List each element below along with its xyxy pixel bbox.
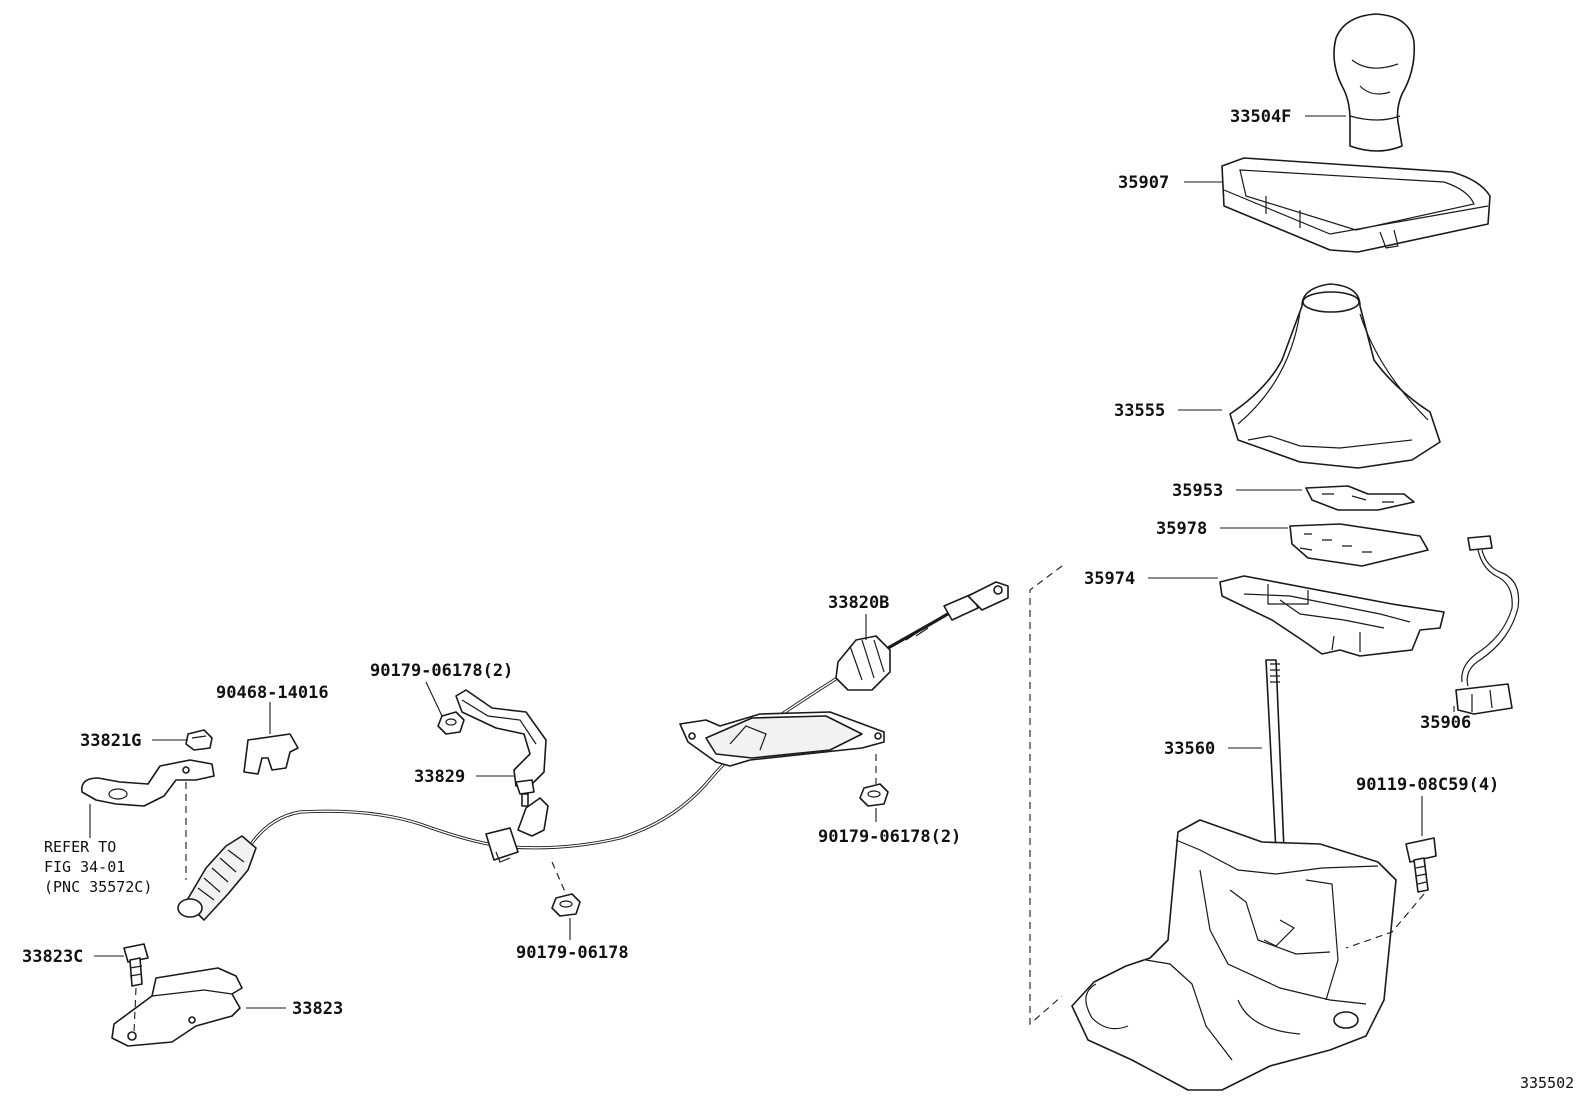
refer-note-line-1: REFER TO: [44, 838, 116, 856]
shift-control-cable-part[interactable]: [177, 581, 1009, 921]
shift-lever-assembly-part[interactable]: [1071, 659, 1397, 1091]
slide-plate-part[interactable]: [1289, 523, 1429, 567]
figure-id: 335502: [1520, 1074, 1574, 1092]
label-33821G[interactable]: 33821G: [80, 731, 141, 751]
indicator-plate-part[interactable]: [1305, 485, 1415, 511]
shift-knob-part[interactable]: [1333, 13, 1416, 152]
reference-lines: [133, 565, 1425, 1033]
indicator-housing-part[interactable]: [1221, 157, 1491, 253]
refer-note-line-3: (PNC 35572C): [44, 878, 152, 896]
cable-bracket-33829-part[interactable]: [455, 689, 547, 807]
clip-90468-part[interactable]: [243, 733, 299, 775]
label-90179-06178-upper[interactable]: 90179-06178(2): [370, 661, 513, 681]
nut-90179-lower-part[interactable]: [551, 893, 581, 917]
label-33829[interactable]: 33829: [414, 767, 465, 787]
label-35974[interactable]: 35974: [1084, 569, 1135, 589]
label-35907[interactable]: 35907: [1118, 173, 1169, 193]
nut-90179-right-part[interactable]: [859, 783, 889, 807]
label-90119-08C59[interactable]: 90119-08C59(4): [1356, 775, 1499, 795]
cable-grommet-plate-part[interactable]: [679, 711, 885, 767]
label-90179-06178-right[interactable]: 90179-06178(2): [818, 827, 961, 847]
label-33820B[interactable]: 33820B: [828, 593, 889, 613]
wire-harness-part[interactable]: [1455, 535, 1520, 715]
label-90468-14016[interactable]: 90468-14016: [216, 683, 329, 703]
label-33560[interactable]: 33560: [1164, 739, 1215, 759]
label-33504F[interactable]: 33504F: [1230, 107, 1291, 127]
label-33555[interactable]: 33555: [1114, 401, 1165, 421]
refer-note-line-2: FIG 34-01: [44, 858, 125, 876]
nut-33821G-part[interactable]: [185, 729, 213, 751]
cable-bracket-33823-part[interactable]: [111, 967, 243, 1047]
label-35906[interactable]: 35906: [1420, 713, 1471, 733]
cable-clamp-bracket-part[interactable]: [517, 797, 549, 837]
bolt-90119-part[interactable]: [1405, 837, 1437, 893]
part-labels: 33504F 35907 33555 35953 35978 35974 359…: [22, 107, 1574, 1092]
bolt-33823C-part[interactable]: [123, 943, 149, 987]
indicator-base-part[interactable]: [1219, 575, 1445, 657]
label-33823[interactable]: 33823: [292, 999, 343, 1019]
nut-90179-upper-part[interactable]: [437, 711, 465, 735]
label-90179-06178-lower[interactable]: 90179-06178: [516, 943, 629, 963]
label-35978[interactable]: 35978: [1156, 519, 1207, 539]
shift-boot-part[interactable]: [1229, 283, 1441, 469]
label-33823C[interactable]: 33823C: [22, 947, 83, 967]
leader-lines: [89, 115, 1455, 1009]
label-35953[interactable]: 35953: [1172, 481, 1223, 501]
control-lever-part[interactable]: [81, 759, 215, 807]
